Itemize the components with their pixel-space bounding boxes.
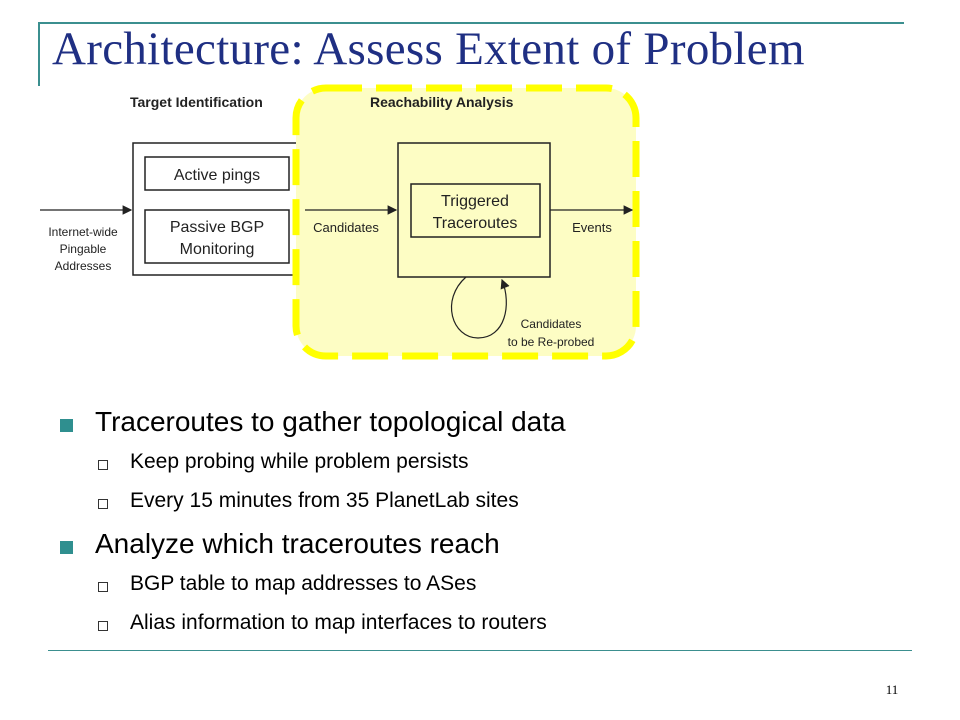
bullet-item: Analyze which traceroutes reach [60, 524, 920, 568]
sub-bullet-text: Alias information to map interfaces to r… [130, 611, 547, 634]
triggered-traceroutes-box [410, 183, 541, 238]
reprobe-label-line-1: Candidates [521, 317, 582, 331]
input-label-line-1: Internet-wide [48, 225, 118, 239]
bullet-text: Analyze which traceroutes reach [95, 528, 500, 559]
bottom-frame-line [48, 650, 912, 651]
events-label: Events [572, 220, 612, 235]
sub-bullet-item: BGP table to map addresses to ASes [60, 568, 920, 607]
reprobe-label-line-2: to be Re-probed [508, 335, 595, 349]
bullet-square-icon [60, 419, 73, 432]
hollow-square-icon [98, 460, 108, 470]
hollow-square-icon [98, 621, 108, 631]
input-label-line-2: Pingable [60, 242, 107, 256]
bullet-item: Traceroutes to gather topological data [60, 402, 920, 446]
hollow-square-icon [98, 582, 108, 592]
active-pings-box [144, 156, 290, 191]
sub-bullet-text: BGP table to map addresses to ASes [130, 572, 477, 595]
page-number: 11 [885, 682, 899, 697]
slide-title: Architecture: Assess Extent of Problem [52, 23, 805, 75]
reachability-analysis-label: Reachability Analysis [370, 94, 514, 110]
sub-bullet-item: Every 15 minutes from 35 PlanetLab sites [60, 485, 920, 524]
input-label-line-3: Addresses [55, 259, 112, 273]
triggered-traceroutes-line-2: Traceroutes [433, 215, 518, 232]
left-frame-line [38, 22, 40, 86]
bullet-list: Traceroutes to gather topological data K… [60, 402, 920, 646]
reprobe-loop-arrow [450, 276, 510, 339]
bullet-text: Traceroutes to gather topological data [95, 406, 566, 437]
sub-bullet-item: Keep probing while problem persists [60, 446, 920, 485]
target-identification-label: Target Identification [130, 94, 263, 110]
candidates-label: Candidates [313, 220, 379, 235]
architecture-diagram: Target Identification Reachability Analy… [40, 84, 640, 360]
sub-bullet-text: Keep probing while problem persists [130, 450, 469, 473]
sub-bullet-text: Every 15 minutes from 35 PlanetLab sites [130, 489, 519, 512]
bullet-square-icon [60, 541, 73, 554]
triggered-traceroutes-line-1: Triggered [441, 193, 509, 210]
passive-bgp-box [144, 209, 290, 264]
sub-bullet-item: Alias information to map interfaces to r… [60, 607, 920, 646]
top-frame-line [38, 22, 904, 24]
passive-bgp-line-1: Passive BGP [170, 219, 264, 236]
hollow-square-icon [98, 499, 108, 509]
active-pings-label: Active pings [174, 167, 260, 184]
passive-bgp-line-2: Monitoring [180, 241, 255, 258]
